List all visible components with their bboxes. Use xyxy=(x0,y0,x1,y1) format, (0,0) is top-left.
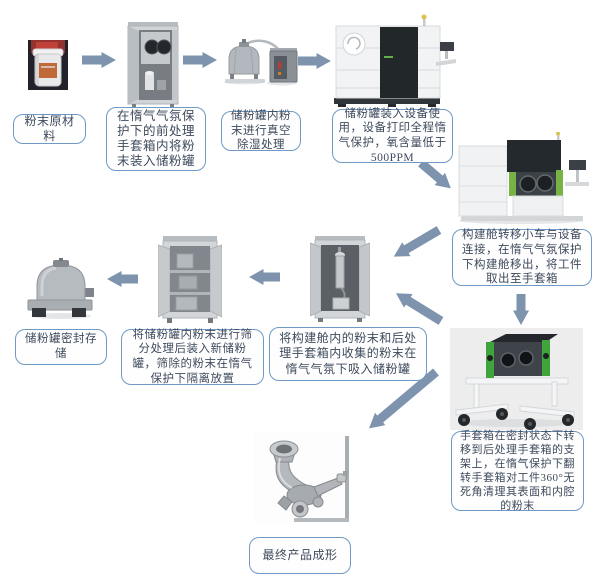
pretreatment-glovebox-icon xyxy=(127,22,179,108)
glovebox-cart-photo xyxy=(450,328,583,430)
step-label-pretreatment-glovebox: 在惰气气氛保护下的前处理手套箱内将粉末装入储粉罐 xyxy=(106,107,206,171)
step-label-sieving: 将储粉罐内粉末进行筛分处理后装入新储粉罐，筛除的粉末在惰气保护下隔离放置 xyxy=(121,329,264,385)
powder-bucket-photo xyxy=(28,40,68,90)
pretreatment-glovebox-photo xyxy=(124,22,182,108)
metal-printer-photo xyxy=(328,14,456,108)
powder-suction-glovebox-icon xyxy=(310,236,370,322)
step-label-sealed-storage: 储粉罐密封存储 xyxy=(15,329,107,365)
arrow-cart-to-recovery xyxy=(395,293,444,325)
sieving-cabinet-icon xyxy=(158,236,222,323)
powder-suction-glovebox-photo xyxy=(310,236,370,324)
storage-tank-icon xyxy=(27,258,94,319)
step-label-printing: 储粉罐装入设备使用，设备打印全程惰气保护，氧含量低于500PPM xyxy=(332,108,453,164)
vacuum-dehumidifier-icon xyxy=(224,39,298,86)
step-label-powder-recovery: 将构建舱内的粉末和后处理手套箱内收集的粉末在惰气气氛下吸入储粉罐 xyxy=(269,327,427,381)
step-label-final-product: 最终产品成形 xyxy=(249,537,351,574)
arrow-printing-to-transfer xyxy=(418,159,451,189)
glovebox-cart-icon xyxy=(450,328,583,430)
storage-tank-photo xyxy=(26,258,96,320)
final-part-photo xyxy=(254,432,350,522)
final-part-icon xyxy=(254,432,350,522)
step-label-raw-material: 粉末原材料 xyxy=(13,114,86,144)
step-label-post-process-cart: 手套箱在密封状态下转移到后处理手套箱的支架上，在惰气保护下翻转手套箱对工件360… xyxy=(451,430,584,512)
transfer-station-photo xyxy=(455,132,590,225)
step-label-vacuum-dehumidify: 储粉罐内粉末进行真空除湿处理 xyxy=(221,110,301,151)
step-label-chamber-transfer: 构建舱转移小车与设备连接，在惰气气氛保护下构建舱移出，将工件取出至手套箱 xyxy=(452,229,592,286)
arrow-transfer-to-recovery xyxy=(393,226,442,257)
vacuum-dehumidifier-photo xyxy=(220,38,300,86)
transfer-station-icon xyxy=(458,132,589,224)
powder-bucket-icon xyxy=(28,40,68,90)
metal-printer-icon xyxy=(334,14,456,107)
sieving-cabinet-photo xyxy=(158,236,222,325)
